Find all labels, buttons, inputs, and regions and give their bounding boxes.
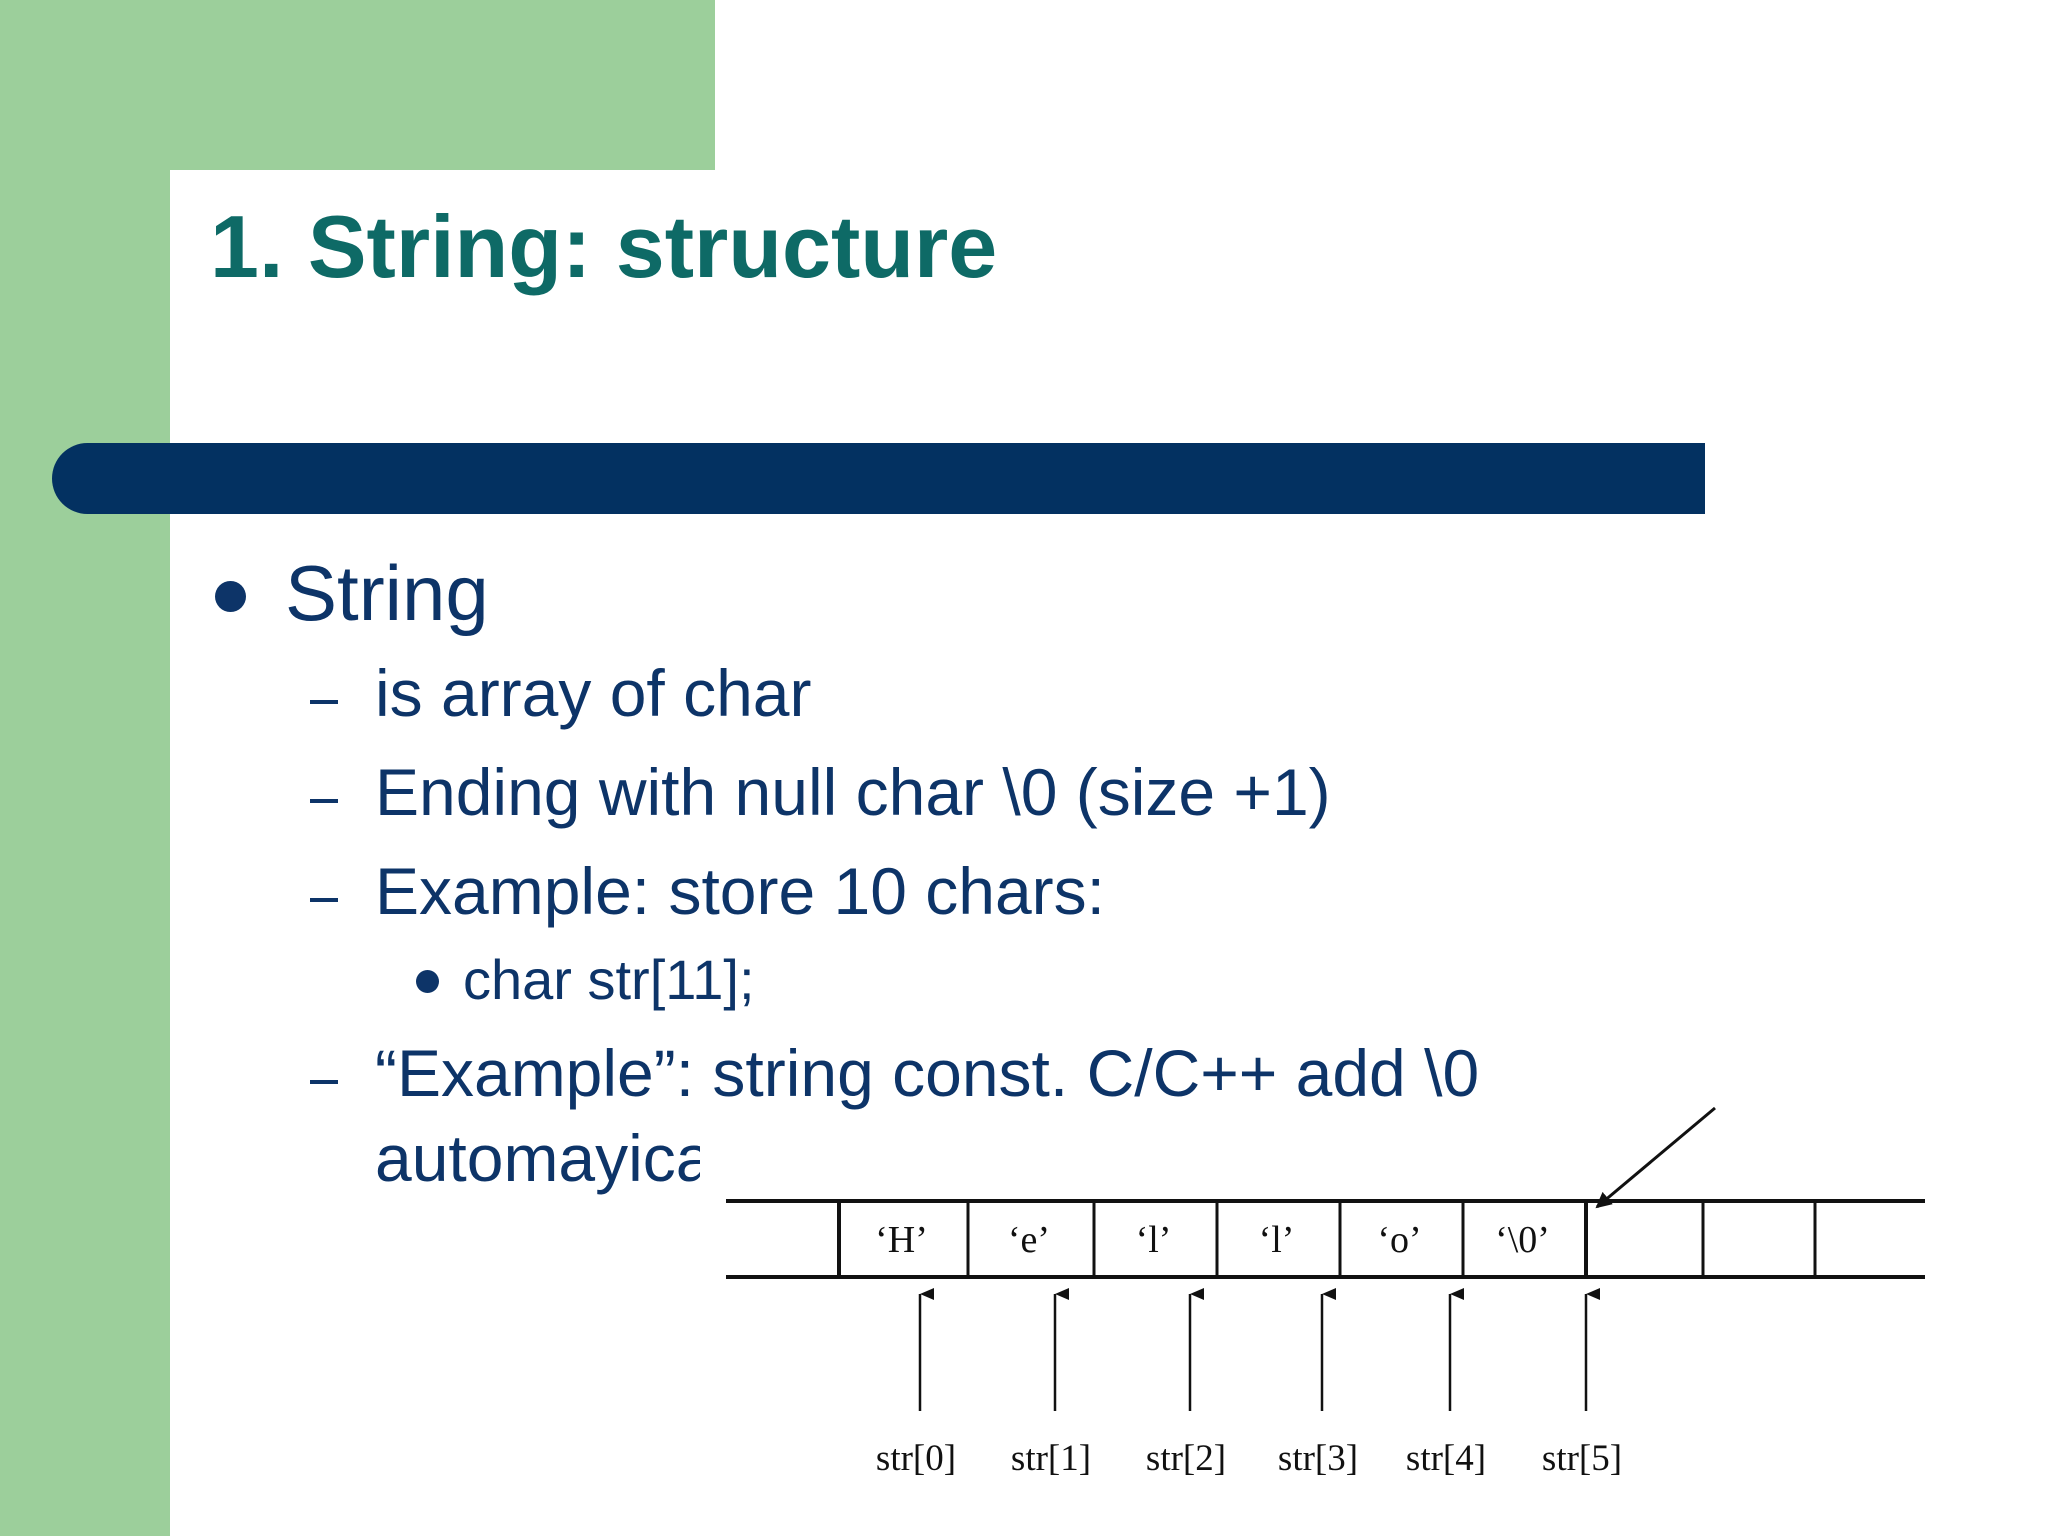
sub-item-continuation: automayica [375,1121,713,1195]
cell-value: ‘l’ [1136,1219,1172,1261]
cell-value: ‘e’ [1008,1219,1050,1261]
sub-sub-item-declaration: char str[11]; [463,948,755,1011]
index-label: str[1] [1011,1438,1091,1479]
sub-item-array: is array of char [375,656,812,730]
slide-title: 1. String: structure [210,197,998,296]
dash-marker [310,700,338,704]
dash-marker [310,1080,338,1084]
index-label: str[4] [1406,1438,1486,1479]
index-label: str[2] [1146,1438,1226,1479]
index-label: str[3] [1278,1438,1358,1479]
sub-item-string-const: “Example”: string const. C/C++ add \0 [375,1036,1480,1110]
dash-marker [310,898,338,902]
cell-value: ‘l’ [1259,1219,1295,1261]
index-label: str[5] [1542,1438,1622,1479]
dash-marker [310,799,338,803]
sub-item-example: Example: store 10 chars: [375,854,1105,928]
cell-value: ‘\0’ [1495,1219,1550,1261]
bullet-dot [215,581,246,612]
green-left-band [0,0,170,1536]
sub-bullet-dot [416,970,439,993]
index-label: str[0] [876,1438,956,1479]
cell-value: ‘H’ [875,1219,928,1261]
title-divider-bar [52,443,1705,514]
string-array-diagram: ‘H’ ‘e’ ‘l’ ‘l’ ‘o’ ‘\0’ str[0] str[1] str[2] st… [726,1106,1925,1479]
null-pointer-arrow [1595,1106,1716,1209]
cell-value: ‘o’ [1377,1219,1421,1261]
sub-item-null: Ending with null char \0 (size +1) [375,755,1331,829]
bullet-string: String [285,549,489,637]
diagram-background [700,1140,2048,1536]
